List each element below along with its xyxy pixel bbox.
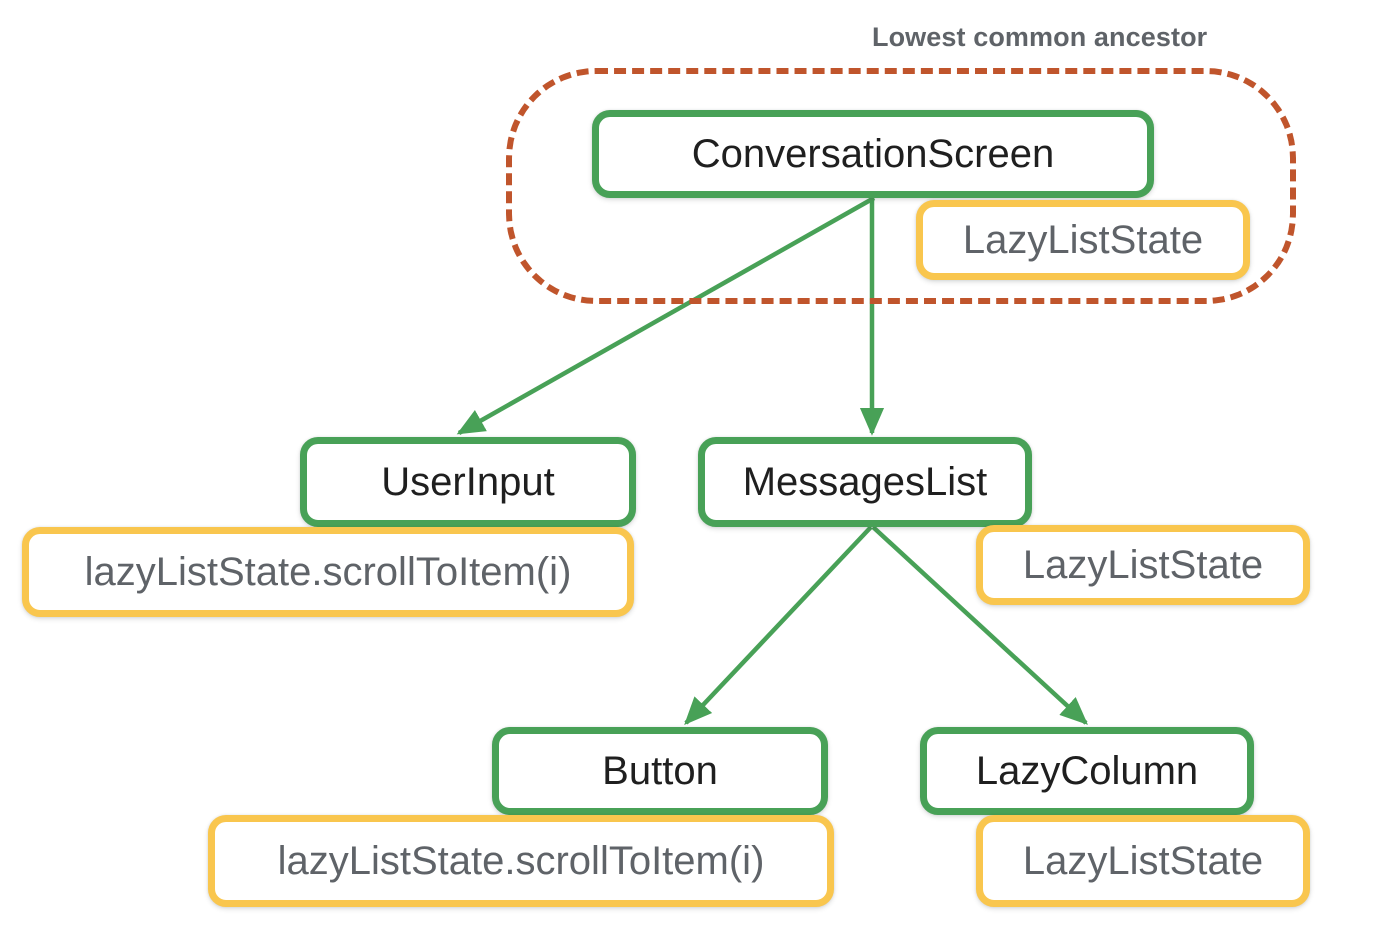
- state-lazyliststate-messageslist[interactable]: LazyListState: [976, 525, 1310, 605]
- state-scrolltoitem-userinput[interactable]: lazyListState.scrollToItem(i): [22, 527, 634, 617]
- node-userinput[interactable]: UserInput: [300, 437, 636, 527]
- node-lazycolumn[interactable]: LazyColumn: [920, 727, 1254, 815]
- state-lazyliststate-lazycolumn[interactable]: LazyListState: [976, 815, 1310, 907]
- lowest-common-ancestor-region: [506, 68, 1296, 304]
- state-lazyliststate-conversationscreen[interactable]: LazyListState: [916, 200, 1250, 280]
- node-button[interactable]: Button: [492, 727, 828, 815]
- edge-messageslist-button: [684, 525, 873, 725]
- node-conversationscreen[interactable]: ConversationScreen: [592, 110, 1154, 198]
- node-messageslist[interactable]: MessagesList: [698, 437, 1032, 527]
- lowest-common-ancestor-label: Lowest common ancestor: [872, 22, 1208, 52]
- state-scrolltoitem-button[interactable]: lazyListState.scrollToItem(i): [208, 815, 834, 907]
